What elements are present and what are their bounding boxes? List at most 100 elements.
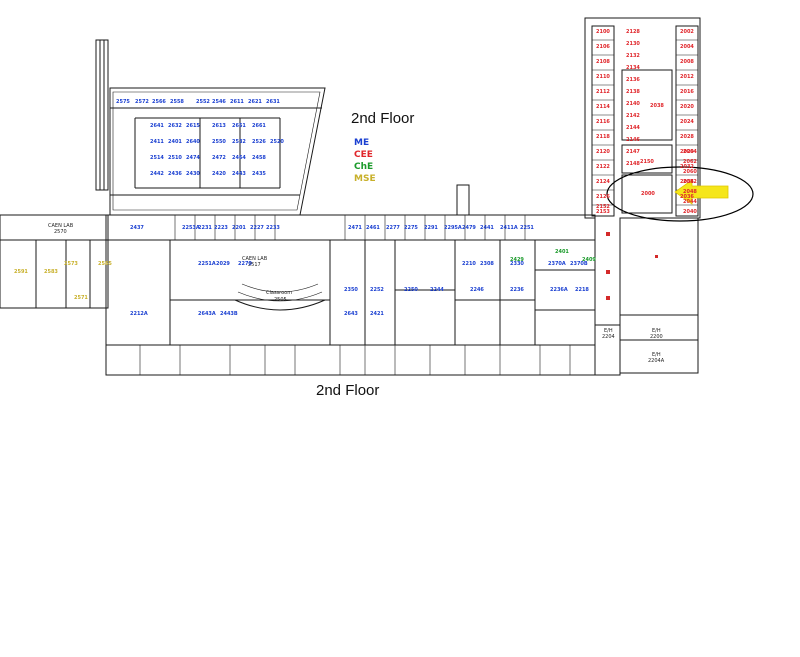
caen-lab-west-label: CAEN LAB — [48, 223, 74, 229]
me-room-2029: 2029 — [216, 261, 230, 267]
cee-room-2100: 2100 — [596, 29, 610, 35]
me-room-2233: 2233 — [266, 225, 280, 231]
me-room-2611: 2611 — [230, 99, 244, 105]
floor-title-top: 2nd Floor — [351, 110, 415, 127]
me-room-2231: 2231 — [198, 225, 212, 231]
legend-me: ME — [354, 138, 370, 148]
me-room-2526: 2526 — [252, 139, 266, 145]
cee-room-2118: 2118 — [596, 134, 610, 140]
cee-room-2122: 2122 — [596, 164, 610, 170]
cee-room-2002: 2002 — [680, 29, 694, 35]
me-room-2575: 2575 — [116, 99, 130, 105]
me-room-2244: 2244 — [430, 287, 444, 293]
me-room-2308: 2308 — [480, 261, 494, 267]
me-room-2640: 2640 — [186, 139, 200, 145]
cee-room-2036: 2036 — [680, 194, 694, 200]
me-room-2370B: 2370B — [570, 261, 588, 267]
mse-room-2571: 2571 — [74, 295, 88, 301]
me-room-2615: 2615 — [186, 123, 200, 129]
cee-room-2144: 2144 — [626, 125, 640, 131]
me-room-2236A: 2236A — [550, 287, 568, 293]
me-room-2401: 2401 — [168, 139, 182, 145]
me-room-2330: 2330 — [510, 261, 524, 267]
caen-lab-west-number: 2570 — [54, 229, 67, 235]
eh3-number: 2204 — [602, 334, 615, 340]
mse-room-2565: 2565 — [98, 261, 112, 267]
me-room-2550: 2550 — [212, 139, 226, 145]
che-room-2429: 2429 — [510, 257, 524, 263]
cee-room-2124: 2124 — [596, 179, 610, 185]
me-room-2421: 2421 — [370, 311, 384, 317]
legend-cee: CEE — [354, 150, 373, 160]
cee-room-2000: 2000 — [641, 191, 655, 197]
me-room-2210: 2210 — [462, 261, 476, 267]
mse-room-2573: 2573 — [64, 261, 78, 267]
me-room-2643A: 2643A — [198, 311, 216, 317]
me-room-2437: 2437 — [130, 225, 144, 231]
me-room-2212A: 2212A — [130, 311, 148, 317]
cee-room-2052: 2052 — [683, 179, 697, 185]
me-room-2370A: 2370A — [548, 261, 566, 267]
mse-room-2591: 2591 — [14, 269, 28, 275]
cee-room-2032: 2032 — [680, 164, 694, 170]
north-wing-outline — [109, 87, 326, 216]
me-room-2252: 2252 — [370, 287, 384, 293]
cee-room-2034: 2034 — [680, 179, 694, 185]
me-room-2223: 2223 — [214, 225, 228, 231]
cee-room-2108: 2108 — [596, 59, 610, 65]
cee-room-2064: 2064 — [683, 149, 697, 155]
east-tower-outline — [584, 17, 701, 376]
classroom-seating — [234, 299, 326, 311]
cee-room-2138: 2138 — [626, 89, 640, 95]
me-room-2458: 2458 — [252, 155, 266, 161]
cee-room-2040: 2040 — [683, 209, 697, 215]
yellow-arrow — [674, 179, 729, 205]
me-room-2436: 2436 — [168, 171, 182, 177]
eh-label: E/H — [652, 328, 661, 334]
cee-room-2112: 2112 — [596, 89, 610, 95]
me-room-2251: 2251 — [520, 225, 534, 231]
me-room-2251A: 2251A — [198, 261, 216, 267]
classroom-number: 2505 — [274, 297, 287, 303]
me-room-2350: 2350 — [344, 287, 358, 293]
che-room-2401: 2401 — [555, 249, 569, 255]
me-room-2631: 2631 — [266, 99, 280, 105]
cee-room-2128: 2128 — [626, 29, 640, 35]
me-room-2275: 2275 — [404, 225, 418, 231]
me-room-2443: 2443 — [232, 171, 246, 177]
me-room-2472: 2472 — [212, 155, 226, 161]
main-spine — [105, 214, 596, 376]
me-room-2442: 2442 — [150, 171, 164, 177]
me-room-2632: 2632 — [168, 123, 182, 129]
classroom-label: Classroom — [266, 290, 293, 296]
cee-room-2012: 2012 — [680, 74, 694, 80]
me-room-2641: 2641 — [150, 123, 164, 129]
me-room-2532: 2532 — [232, 139, 246, 145]
me-room-2253A: 2253A — [182, 225, 200, 231]
che-room-2409: 2409 — [582, 257, 596, 263]
me-room-2464: 2464 — [232, 155, 246, 161]
me-room-2246: 2246 — [470, 287, 484, 293]
me-room-2461: 2461 — [366, 225, 380, 231]
me-room-2552: 2552 — [196, 99, 210, 105]
me-room-2613: 2613 — [212, 123, 226, 129]
me-room-2291: 2291 — [424, 225, 438, 231]
eh2-number: 2204A — [648, 358, 665, 364]
me-room-2474: 2474 — [186, 155, 200, 161]
mse-room-2583: 2583 — [44, 269, 58, 275]
cee-room-2153: 2153 — [596, 209, 610, 215]
me-room-2558: 2558 — [170, 99, 184, 105]
me-room-2621: 2621 — [248, 99, 262, 105]
me-room-2250: 2250 — [404, 287, 418, 293]
caen-lab-center-label: CAEN LAB — [242, 256, 268, 262]
cee-room-2147: 2147 — [626, 149, 640, 155]
me-room-2479: 2479 — [462, 225, 476, 231]
cee-room-2120: 2120 — [596, 149, 610, 155]
cee-room-2004: 2004 — [680, 44, 694, 50]
cee-room-2126: 2126 — [596, 194, 610, 200]
me-room-2435: 2435 — [252, 171, 266, 177]
me-room-2295A: 2295A — [444, 225, 462, 231]
me-room-2270: 2270 — [238, 261, 252, 267]
me-room-2443B: 2443B — [220, 311, 238, 317]
